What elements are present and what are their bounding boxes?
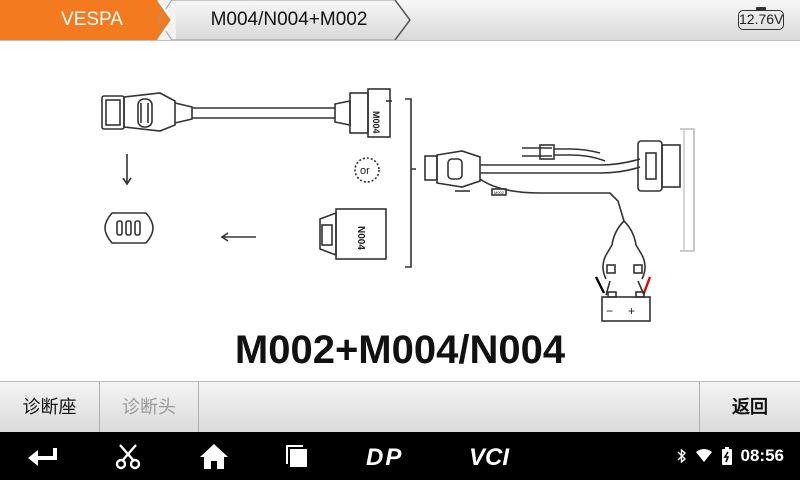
battery-positive-label: +	[628, 304, 635, 318]
scissors-icon[interactable]	[108, 432, 148, 480]
n004-adapter-icon	[319, 208, 387, 260]
dp-logo-icon[interactable]: DP	[364, 432, 420, 480]
recent-apps-icon[interactable]	[278, 432, 318, 480]
breadcrumb	[0, 0, 411, 40]
function-bar: 诊断座 诊断头 返回	[0, 381, 800, 433]
battery-status-icon	[721, 447, 732, 465]
system-nav-bar: DP VCI 08:56	[0, 432, 800, 480]
n004-adapter-label: N004	[355, 226, 366, 250]
obd-connector-icon	[101, 92, 193, 132]
battery-negative-label: −	[606, 304, 613, 318]
breadcrumb-item-connector[interactable]: M004/N004+M002	[210, 9, 368, 30]
vci-logo-icon[interactable]: VCI	[466, 432, 528, 480]
diagram-caption: M002+M004/N004	[234, 328, 566, 372]
or-circle-icon	[354, 157, 380, 183]
status-area: 08:56	[677, 432, 784, 480]
title-bar: VESPA M004/N004+M002 12.76V	[0, 0, 800, 41]
cable-tag-label: M002	[494, 190, 505, 195]
breadcrumb-item-brand[interactable]: VESPA	[61, 9, 123, 30]
back-icon[interactable]	[20, 432, 64, 480]
diagnostic-head-button[interactable]: 诊断头	[100, 382, 199, 433]
or-label: or	[360, 165, 370, 177]
clock: 08:56	[740, 446, 784, 465]
home-icon[interactable]	[194, 432, 234, 480]
car-battery-icon	[601, 291, 651, 322]
svg-text:VCI: VCI	[469, 444, 510, 469]
diagnostic-socket-button[interactable]: 诊断座	[0, 382, 100, 433]
svg-text:DP: DP	[366, 444, 403, 469]
connection-diagram: M004 N004 or M002 − + M002+M004/N004	[0, 41, 800, 381]
battery-voltage-label: 12.76V	[738, 10, 784, 30]
m002-cable-icon	[424, 128, 695, 296]
back-button[interactable]: 返回	[699, 382, 800, 433]
round-diagnostic-socket-icon	[104, 212, 154, 244]
m004-adapter-label: M004	[371, 111, 381, 134]
battery-cap-icon	[756, 7, 766, 10]
wifi-icon	[695, 449, 712, 462]
m004-adapter-icon	[334, 88, 392, 138]
connection-diagram-figure: M004 N004 or M002 − +	[101, 88, 695, 322]
battery-voltage-indicator: 12.76V	[738, 7, 788, 33]
bluetooth-icon	[677, 448, 686, 464]
